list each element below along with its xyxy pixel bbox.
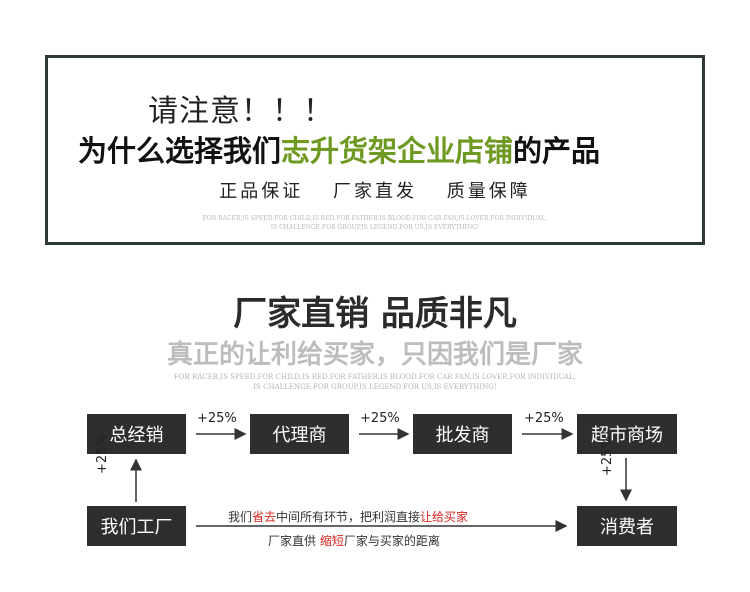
notice-tagline-line2: IS CHALLENGE.FOR GROUP,IS LEGEND.FOR US,… — [270, 224, 480, 231]
flow-note-skip-middlemen: 我们省去中间所有环节，把利润直接让给买家 — [228, 508, 468, 525]
note-text: 厂家与买家的距离 — [343, 534, 440, 548]
note-text: 我们 — [228, 510, 253, 524]
markup-label: +25% — [197, 411, 237, 426]
node-consumer: 消费者 — [577, 506, 677, 546]
headline-brand: 志升货架企业店铺 — [281, 134, 514, 168]
markup-label: +25% — [360, 411, 400, 426]
section-title: 厂家直销 品质非凡 — [233, 294, 517, 334]
headline-pre: 为什么选择我们 — [78, 134, 282, 168]
note-highlight: 省去 — [252, 510, 277, 524]
section-tagline-line2: IS CHALLENGE.FOR GROUP,IS LEGEND.FOR US,… — [253, 383, 497, 391]
node-our-factory: 我们工厂 — [87, 506, 186, 546]
markup-label: +25% — [524, 411, 564, 426]
note-highlight: 缩短 — [319, 534, 344, 548]
headline: 为什么选择我们志升货架企业店铺的产品 — [78, 128, 678, 170]
node-agent: 代理商 — [250, 414, 349, 454]
markup-label: +25% — [95, 434, 110, 474]
node-general-distributor: 总经销 — [87, 414, 186, 454]
note-text: 中间所有环节，把利润直接 — [276, 510, 421, 524]
headline-post: 的产品 — [513, 134, 601, 168]
markup-label: +25% — [600, 436, 615, 476]
node-wholesaler: 批发商 — [413, 414, 512, 454]
section-tagline-line1: FOR RACER,IS SPEED.FOR CHILD,IS RED.FOR … — [173, 373, 577, 381]
notice-tagline-line1: FOR RACER,IS SPEED.FOR CHILD,IS RED.FOR … — [202, 215, 548, 222]
node-supermarket: 超市商场 — [577, 414, 677, 454]
note-text: 厂家直供 — [268, 534, 320, 548]
guarantee-list: 正品保证 厂家直发 质量保障 — [0, 177, 750, 203]
guarantee-item: 质量保障 — [446, 181, 531, 202]
guarantee-item: 厂家直发 — [333, 181, 417, 202]
attention-text: 请注意！！！ — [148, 94, 334, 129]
note-highlight: 让给买家 — [420, 510, 469, 524]
flow-note-direct-supply: 厂家直供 缩短厂家与买家的距离 — [268, 532, 440, 549]
notice-frame — [45, 55, 705, 245]
guarantee-item: 正品保证 — [219, 181, 304, 202]
section-subtitle: 真正的让利给买家，只因我们是厂家 — [166, 340, 583, 370]
